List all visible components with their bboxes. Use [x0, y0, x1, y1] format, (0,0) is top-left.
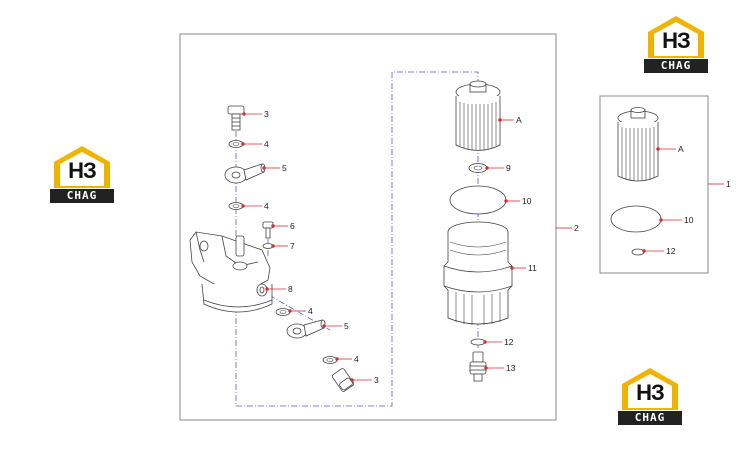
filter-seal-ring: [468, 163, 488, 173]
logo-word: CHAG: [618, 411, 682, 425]
callout-5-top: 5: [282, 163, 287, 173]
callout-12-kit: 12: [666, 246, 676, 256]
callout-3-top: 3: [264, 109, 269, 119]
filter-head: [189, 231, 273, 313]
brand-logo-watermark: НЗ CHAG: [50, 142, 114, 204]
kit-frame: [599, 95, 709, 274]
callout-6: 6: [290, 221, 295, 231]
house-icon: [622, 368, 678, 410]
logo-word: CHAG: [50, 189, 114, 203]
brand-logo-watermark: НЗ CHAG: [644, 12, 708, 74]
washer-lower-1: [275, 308, 291, 316]
brand-logo-watermark: НЗ CHAG: [618, 364, 682, 426]
banjo-fitting-top: [224, 163, 266, 184]
logo-word: CHAG: [644, 59, 708, 73]
kit-filter-element: [617, 107, 659, 182]
callout-3-bottom: 3: [374, 375, 379, 385]
small-bolt: [262, 221, 274, 239]
kit-o-ring-large: [610, 205, 662, 233]
washer-top-2: [228, 202, 244, 210]
callout-7: 7: [290, 241, 295, 251]
leader-lines: [241, 112, 724, 382]
house-icon: [54, 146, 110, 188]
callout-8: 8: [288, 284, 293, 294]
filter-bowl: [443, 221, 513, 325]
callout-10-main: 10: [522, 196, 532, 206]
callout-4-bottom: 4: [354, 354, 359, 364]
callout-2: 2: [574, 223, 579, 233]
callout-4-top: 4: [264, 139, 269, 149]
callout-1: 1: [726, 179, 731, 189]
drain-plug: [469, 351, 487, 382]
o-ring-large: [449, 185, 507, 215]
callout-5-lower: 5: [344, 321, 349, 331]
washer-top-1: [228, 140, 244, 148]
logo-letters: НЗ: [662, 28, 691, 53]
washer-lower-2: [322, 356, 338, 364]
banjo-bolt-top: [227, 105, 245, 131]
callout-9: 9: [506, 163, 511, 173]
kit-o-ring-small: [631, 248, 645, 256]
logo-letters: НЗ: [636, 380, 665, 405]
filter-element: [455, 80, 501, 151]
main-frame: [179, 33, 557, 421]
logo-letters: НЗ: [68, 158, 97, 183]
callout-A-kit: A: [678, 144, 684, 154]
house-icon: [648, 16, 704, 58]
callout-12-main: 12: [504, 337, 514, 347]
callout-13: 13: [506, 363, 516, 373]
callout-A-main: A: [516, 115, 522, 125]
callout-4-lower: 4: [308, 306, 313, 316]
banjo-fitting-lower: [286, 319, 326, 339]
callout-4-mid: 4: [264, 201, 269, 211]
callout-11: 11: [528, 263, 537, 273]
callout-10-kit: 10: [684, 215, 694, 225]
o-ring-small: [470, 338, 486, 346]
